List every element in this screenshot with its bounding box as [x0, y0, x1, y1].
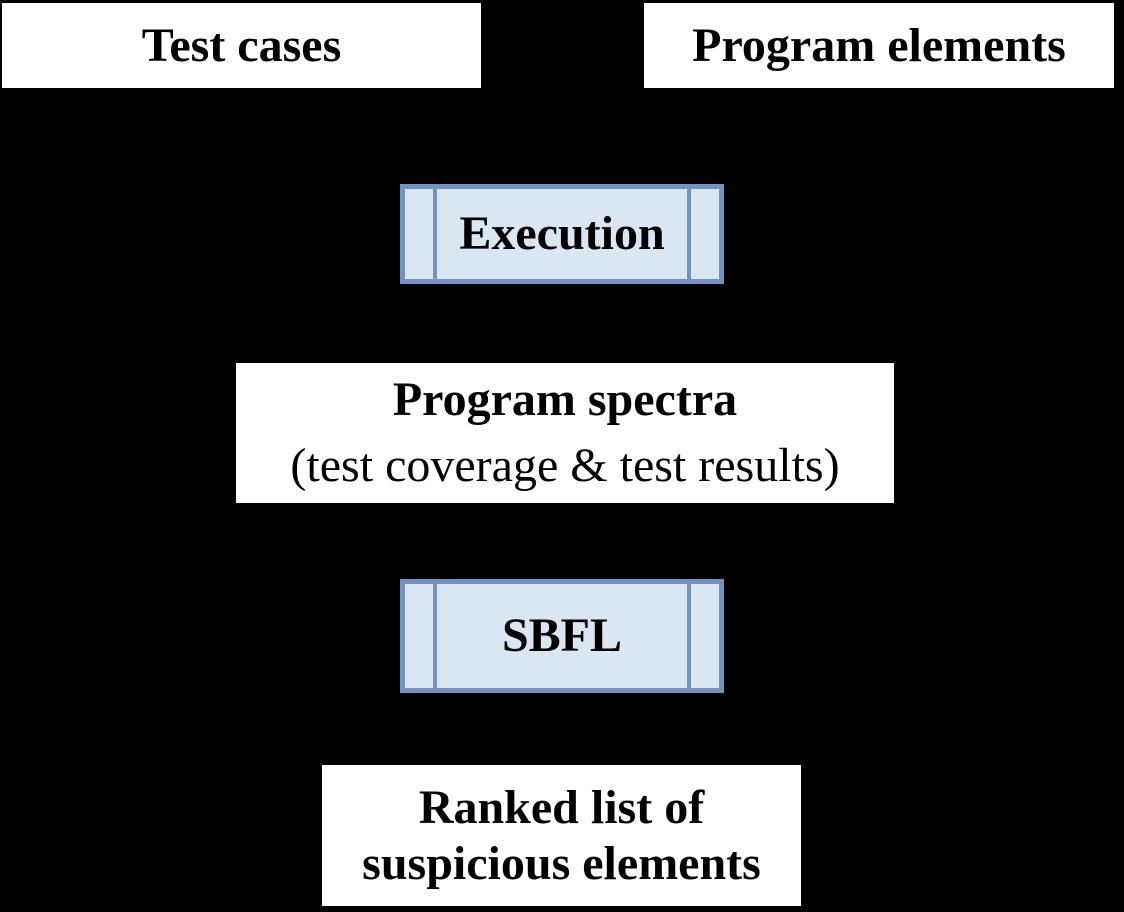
- execution-label: Execution: [459, 207, 665, 261]
- program-elements-box: Program elements: [644, 3, 1114, 88]
- process-side-bar-left: [433, 189, 437, 279]
- process-side-bar-left: [433, 584, 437, 688]
- test-cases-label: Test cases: [141, 18, 342, 72]
- sbfl-process-box: SBFL: [400, 579, 724, 693]
- ranked-list-line1: Ranked list of: [418, 781, 705, 835]
- process-side-bar-right: [687, 189, 691, 279]
- ranked-list-line2: suspicious elements: [362, 836, 761, 890]
- execution-process-box: Execution: [400, 184, 724, 284]
- process-side-bar-right: [687, 584, 691, 688]
- sbfl-label: SBFL: [501, 609, 623, 663]
- ranked-list-box: Ranked list of suspicious elements: [322, 765, 801, 906]
- test-cases-box: Test cases: [2, 3, 481, 88]
- program-elements-label: Program elements: [692, 18, 1066, 72]
- program-spectra-title: Program spectra: [392, 373, 738, 426]
- program-spectra-subtitle: (test coverage & test results): [290, 439, 840, 492]
- program-spectra-box: Program spectra (test coverage & test re…: [236, 363, 894, 503]
